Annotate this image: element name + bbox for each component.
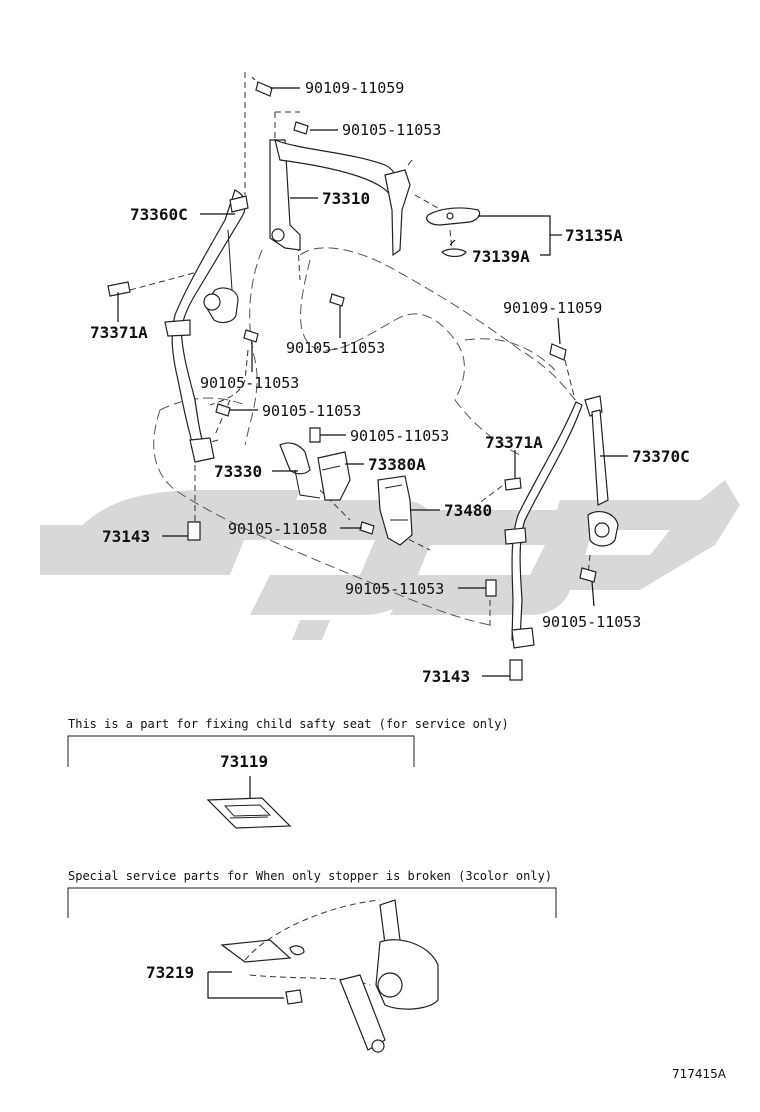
bolt-90105-belt [215,403,231,417]
label-73135a: 73135A [565,226,623,245]
bolt-90105-leftlow [243,329,259,343]
label-73139a: 73139A [472,247,530,266]
stopper-section: Special service parts for When only stop… [67,869,557,1053]
label-90105-lowcenter: 90105-11053 [345,580,444,598]
label-90105-mid: 90105-11053 [286,339,385,357]
label-73310: 73310 [322,189,370,208]
bolt-90109-right [549,343,567,361]
rear-seat-outline [153,247,576,626]
buckle-73480 [377,475,413,546]
label-73143-left: 73143 [102,527,150,546]
child-seat-section: This is a part for fixing child safty se… [67,717,509,829]
label-73370c: 73370C [632,447,690,466]
label-90105-lowright: 90105-11053 [542,613,641,631]
bolt-90105-center [309,427,321,443]
left-seat-belt-assembly [164,189,249,463]
label-73371a-right: 73371A [485,433,543,452]
center-seat-belt-assembly [269,139,413,257]
bolt-90105-11058 [359,521,375,535]
label-73219: 73219 [146,963,194,982]
label-73480: 73480 [444,501,492,520]
label-73371a-left: 73371A [90,323,148,342]
child-seat-bracket [206,797,292,829]
label-73360c: 73360C [130,205,188,224]
label-90109-top: 90109-11059 [305,79,404,97]
bolt-73143-left [187,521,201,541]
bolt-90105-lowright [579,567,597,583]
bolt-90105-top [293,121,309,135]
stopper-note: Special service parts for When only stop… [68,869,552,883]
bolt-73143-right [509,659,523,681]
label-90105-11058: 90105-11058 [228,520,327,538]
label-90105-center: 90105-11053 [350,427,449,445]
label-73380a: 73380A [368,455,426,474]
callouts: 90109-11059 90105-11053 73360C 73310 731… [90,79,690,686]
label-90109-right: 90109-11059 [503,299,602,317]
stopper-assembly [220,899,439,1053]
right-seat-belt-assembly [504,395,619,649]
watermark-logo [40,480,740,640]
label-73143-right: 73143 [422,667,470,686]
bolt-90109-top [251,76,273,97]
label-90105-belt: 90105-11053 [262,402,361,420]
clip-73371a-left [107,281,131,297]
label-73119: 73119 [220,752,268,771]
bolt-90105-mid [329,293,345,307]
label-90105-top: 90105-11053 [342,121,441,139]
anchor-73330 [279,442,321,499]
diagram-id: 717415A [672,1067,727,1081]
buckle-73380a [317,451,351,501]
bolts [187,76,597,681]
bolt-90105-lowcenter [485,579,497,597]
label-73330: 73330 [214,462,262,481]
anchor-plate-73135a [426,207,481,258]
label-90105-leftlow: 90105-11053 [200,374,299,392]
child-seat-note: This is a part for fixing child safty se… [68,717,509,731]
